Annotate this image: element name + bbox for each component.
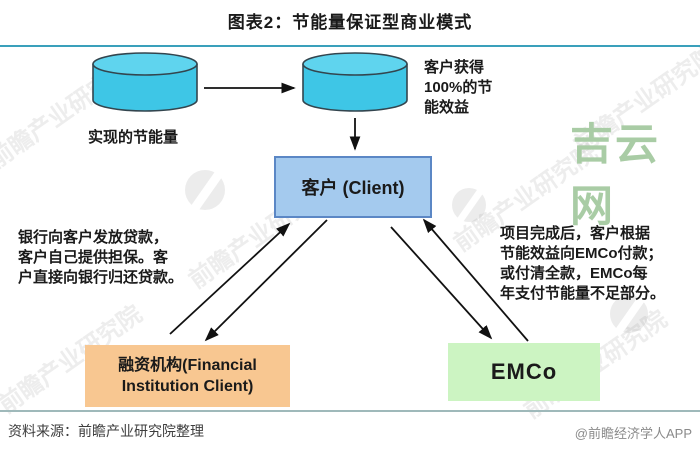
financial-institution-node: 融资机构(Financial Institution Client) [85,345,290,407]
realized-savings-label: 实现的节能量 [88,129,179,146]
cylinder-realized-savings [92,52,198,112]
emco-node: EMCo [448,343,600,401]
credit-note: @前瞻经济学人APP [574,426,692,441]
top-divider [0,45,700,47]
arrow-emco-to-client [422,218,529,342]
bank-loan-note: 银行向客户发放贷款， 客户自己提供担保。客 户直接向银行归还贷款。 [18,229,184,286]
footer-divider [0,410,700,412]
client-node: 客户 (Client) [274,156,432,218]
arrow-client-to-financial [204,219,328,342]
arrow-client-to-emco [390,226,493,340]
cylinder-transferred-savings [302,52,408,112]
source-note: 资料来源：前瞻产业研究院整理 [8,423,204,439]
client-gain-note: 客户获得 100%的节 能效益 [424,59,493,116]
page-title: 图表2：节能量保证型商业模式 [227,13,473,32]
emco-payment-note: 项目完成后，客户根据 节能效益向EMCo付款； 或付清全款，EMCo每 年支付节… [500,225,666,302]
arrow-financial-to-client [169,222,291,335]
